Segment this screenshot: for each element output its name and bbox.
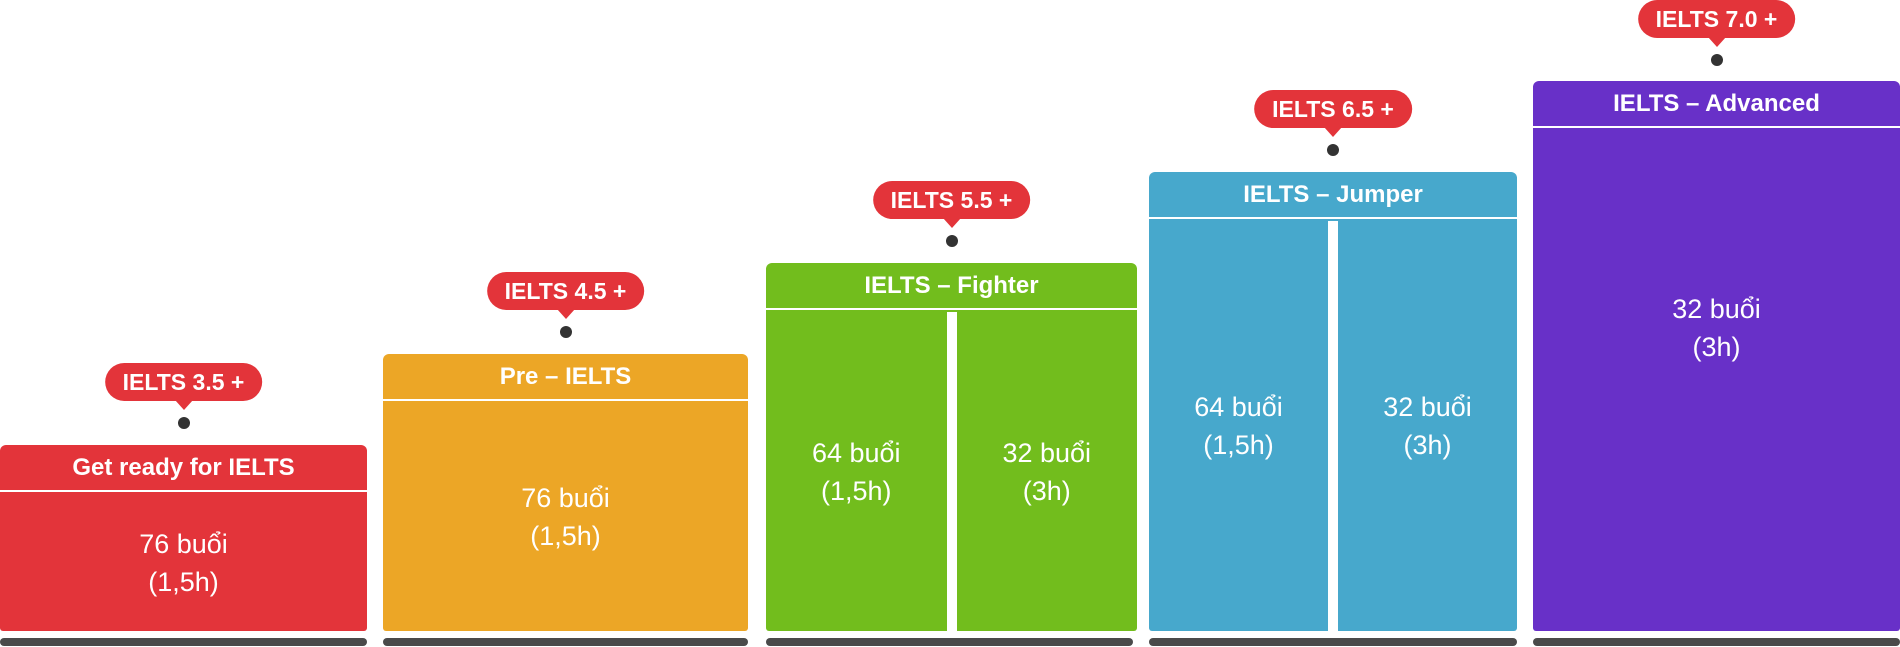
badge-pointer-icon bbox=[1707, 37, 1726, 47]
course-box-jumper: IELTS – Jumper 64 buổi (1,5h) 32 buổi (3h) bbox=[1149, 172, 1517, 631]
course-box-get-ready: Get ready for IELTS 76 buổi (1,5h) bbox=[0, 445, 367, 631]
session-cell: 32 buổi (3h) bbox=[946, 312, 1138, 631]
course-box-pre-ielts: Pre – IELTS 76 buổi (1,5h) bbox=[383, 354, 748, 631]
course-box-fighter: IELTS – Fighter 64 buổi (1,5h) 32 buổi (3h… bbox=[766, 263, 1137, 631]
course-title: Get ready for IELTS bbox=[0, 445, 367, 492]
course-title: IELTS – Fighter bbox=[766, 263, 1137, 310]
session-duration: (3h) bbox=[1022, 475, 1071, 506]
badge-pointer-icon bbox=[1324, 127, 1342, 137]
session-count: 32 buổi bbox=[1672, 294, 1761, 324]
session-cell: 64 buổi (1,5h) bbox=[1149, 221, 1328, 631]
score-badge: IELTS 5.5 + bbox=[872, 181, 1031, 219]
session-cell: 76 buổi (1,5h) bbox=[0, 494, 367, 631]
marker-dot-icon bbox=[1710, 54, 1723, 66]
score-badge: IELTS 7.0 + bbox=[1637, 0, 1796, 38]
level-badge-4: IELTS 6.5 + bbox=[1149, 90, 1517, 156]
score-badge: IELTS 6.5 + bbox=[1254, 90, 1412, 128]
course-box-advanced: IELTS – Advanced 32 buổi (3h) bbox=[1533, 81, 1900, 631]
session-count: 64 buổi bbox=[811, 437, 901, 468]
session-cell: 32 buổi (3h) bbox=[1533, 130, 1900, 631]
session-cell: 32 buổi (3h) bbox=[1328, 221, 1517, 631]
badge-pointer-icon bbox=[942, 218, 961, 228]
course-title: IELTS – Advanced bbox=[1533, 81, 1900, 128]
base-bar bbox=[1149, 638, 1517, 646]
marker-dot-icon bbox=[1327, 144, 1339, 156]
session-duration: (1,5h) bbox=[530, 521, 601, 551]
marker-dot-icon bbox=[177, 417, 190, 429]
base-bar bbox=[766, 638, 1133, 646]
score-badge: IELTS 3.5 + bbox=[104, 363, 263, 401]
session-duration: (1,5h) bbox=[148, 566, 219, 597]
badge-pointer-icon bbox=[174, 400, 193, 410]
base-bar bbox=[0, 638, 367, 646]
session-cell: 64 buổi (1,5h) bbox=[766, 312, 947, 631]
level-badge-1: IELTS 3.5 + bbox=[0, 363, 367, 429]
level-badge-5: IELTS 7.0 + bbox=[1533, 0, 1900, 66]
score-badge: IELTS 4.5 + bbox=[486, 272, 645, 310]
session-count: 32 buổi bbox=[1383, 392, 1472, 422]
marker-dot-icon bbox=[559, 326, 572, 338]
badge-pointer-icon bbox=[556, 309, 575, 319]
session-duration: (1,5h) bbox=[1203, 430, 1274, 460]
session-count: 64 buổi bbox=[1194, 392, 1283, 422]
session-cell: 76 buổi (1,5h) bbox=[383, 403, 748, 631]
level-badge-3: IELTS 5.5 + bbox=[766, 181, 1137, 247]
course-title: Pre – IELTS bbox=[383, 354, 748, 401]
course-title: IELTS – Jumper bbox=[1149, 172, 1517, 219]
base-bar bbox=[1533, 638, 1900, 646]
session-count: 76 buổi bbox=[139, 528, 228, 559]
session-count: 76 buổi bbox=[521, 483, 610, 513]
base-bar bbox=[383, 638, 748, 646]
level-badge-2: IELTS 4.5 + bbox=[383, 272, 748, 338]
marker-dot-icon bbox=[945, 235, 958, 247]
session-duration: (3h) bbox=[1403, 430, 1452, 460]
session-duration: (1,5h) bbox=[820, 475, 892, 506]
session-duration: (3h) bbox=[1692, 332, 1741, 362]
session-count: 32 buổi bbox=[1002, 437, 1092, 468]
